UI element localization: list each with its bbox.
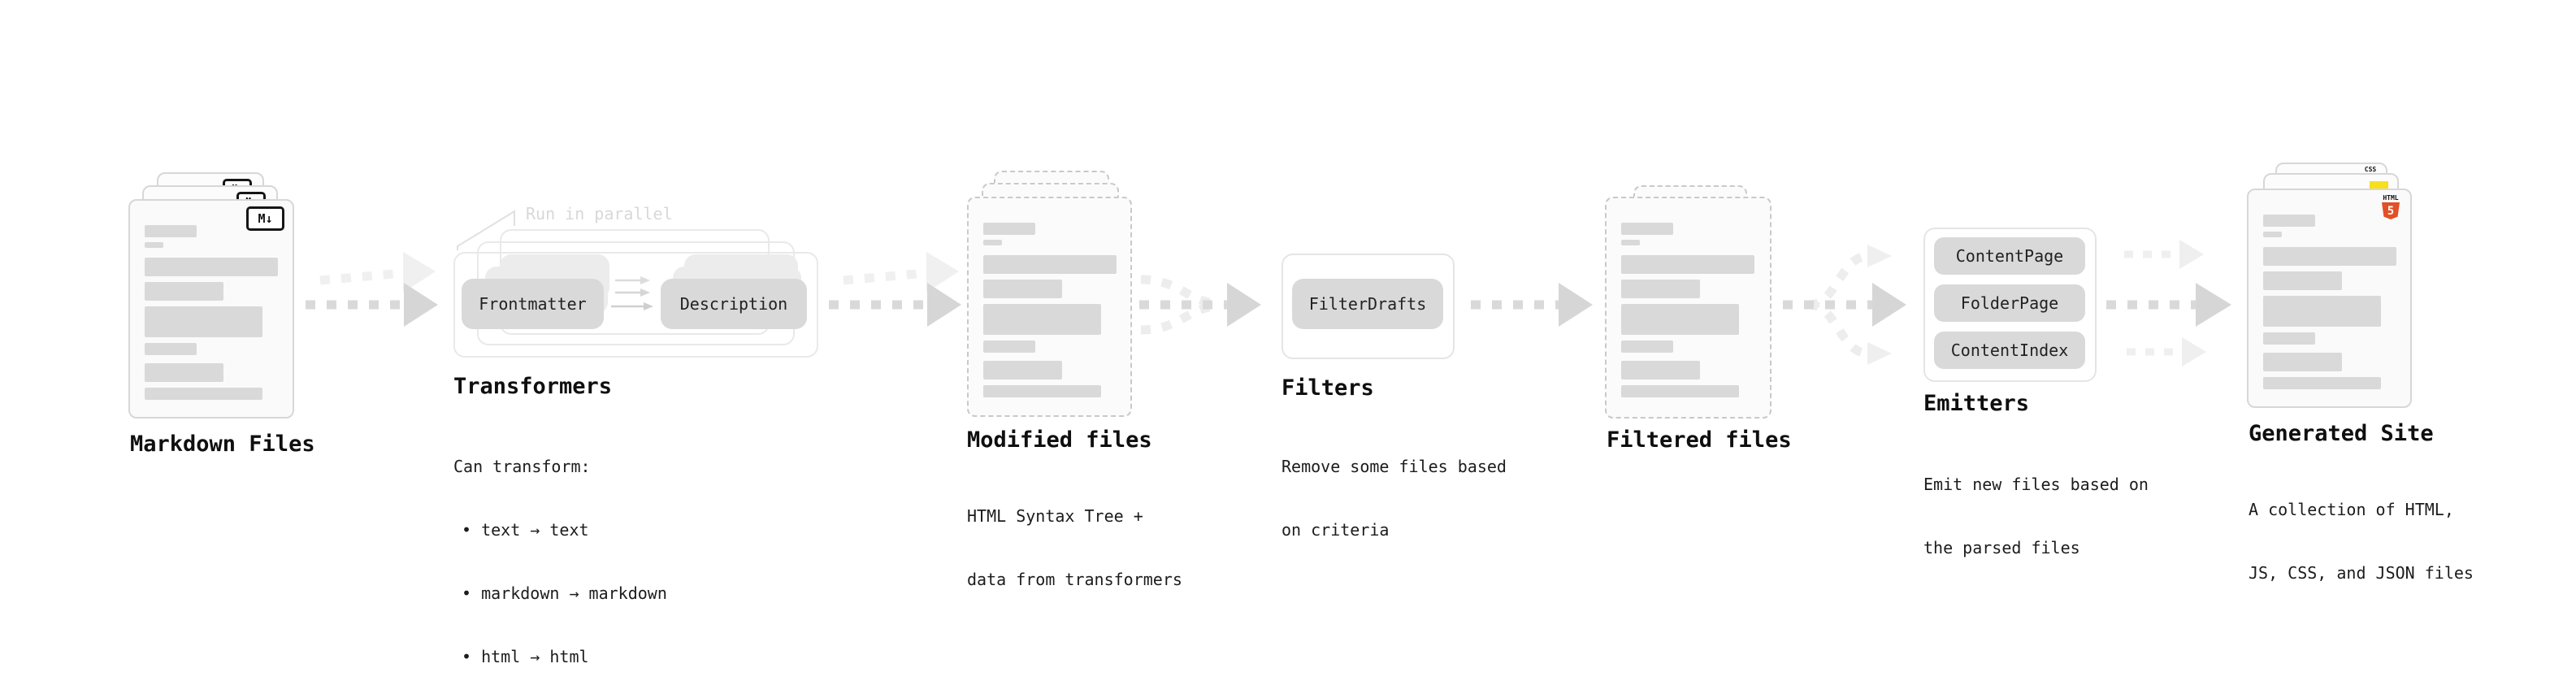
- doc-text-placeholder: [1621, 340, 1673, 353]
- filters-title: Filters: [1281, 375, 1374, 401]
- bullet-html-to-html: • html → html: [462, 647, 589, 666]
- doc-text-placeholder: [2263, 332, 2315, 345]
- doc-text-placeholder: [145, 388, 262, 400]
- emitters-description: Emit new files based on the parsed files: [1923, 475, 2149, 557]
- can-transform-heading: Can transform:: [453, 457, 591, 476]
- parallel-flow-arrows: [611, 276, 653, 310]
- frontmatter-pill: Frontmatter: [462, 279, 604, 329]
- arrow-filtered-to-emitters: [1783, 245, 1906, 365]
- doc-text-placeholder: [145, 282, 223, 301]
- arrow-modified-to-filters: [1139, 275, 1261, 335]
- doc-text-placeholder: [983, 223, 1035, 235]
- doc-text-placeholder: [2263, 232, 2282, 237]
- markdown-icon: M↓: [246, 206, 284, 231]
- doc-text-placeholder: [983, 280, 1062, 298]
- run-in-parallel-label: Run in parallel: [526, 204, 673, 223]
- arrow-filters-to-filtered: [1471, 283, 1593, 327]
- arrow-emitters-middle: [2106, 283, 2231, 327]
- annotation-leader-line: [457, 210, 515, 250]
- doc-text-placeholder: [2263, 296, 2381, 327]
- html5-file-icon: HTML 5: [2380, 194, 2401, 219]
- transformers-description: Can transform: • text → text • markdown …: [453, 414, 667, 681]
- description-pill: Description: [661, 279, 807, 329]
- filtered-doc-front: [1605, 197, 1772, 419]
- arrow-transformers-to-modified: [829, 252, 961, 327]
- markdown-doc-front: M↓: [128, 199, 294, 419]
- doc-text-placeholder: [145, 363, 223, 382]
- arrow-emitters-top: [2124, 240, 2204, 269]
- doc-text-placeholder: [1621, 240, 1640, 245]
- doc-text-placeholder: [2263, 247, 2396, 266]
- doc-text-placeholder: [1621, 280, 1700, 298]
- filters-description: Remove some files based on criteria: [1281, 457, 1507, 540]
- doc-text-placeholder: [1621, 304, 1739, 335]
- doc-text-placeholder: [2263, 377, 2381, 389]
- markdown-files-title: Markdown Files: [130, 432, 315, 457]
- doc-text-placeholder: [2263, 271, 2342, 290]
- generated-site-description: A collection of HTML, JS, CSS, and JSON …: [2249, 500, 2474, 583]
- transformer-group-front: [453, 252, 818, 358]
- filterdrafts-pill: FilterDrafts: [1292, 279, 1443, 329]
- doc-text-placeholder: [983, 340, 1035, 353]
- doc-text-placeholder: [145, 258, 278, 276]
- doc-text-placeholder: [983, 361, 1062, 380]
- contentindex-pill: ContentIndex: [1934, 332, 2085, 369]
- doc-text-placeholder: [145, 306, 262, 337]
- doc-text-placeholder: [145, 343, 197, 355]
- doc-text-placeholder: [2263, 353, 2342, 371]
- doc-text-placeholder: [1621, 385, 1739, 397]
- modified-files-title: Modified files: [967, 427, 1152, 453]
- modified-doc-front: [967, 197, 1132, 417]
- emitters-title: Emitters: [1923, 391, 2030, 416]
- doc-text-placeholder: [983, 304, 1101, 335]
- folderpage-pill: FolderPage: [1934, 284, 2085, 322]
- generated-doc-html: HTML 5: [2247, 189, 2412, 408]
- doc-text-placeholder: [145, 225, 197, 237]
- doc-text-placeholder: [983, 255, 1117, 274]
- generated-site-title: Generated Site: [2249, 421, 2434, 446]
- doc-text-placeholder: [983, 240, 1002, 245]
- arrow-markdown-to-transformers: [306, 252, 438, 327]
- bullet-markdown-to-markdown: • markdown → markdown: [462, 583, 667, 603]
- contentpage-pill: ContentPage: [1934, 237, 2085, 275]
- doc-text-placeholder: [2263, 215, 2315, 227]
- filtered-files-title: Filtered files: [1607, 427, 1792, 453]
- transformers-title: Transformers: [453, 374, 613, 399]
- bullet-text-to-text: • text → text: [462, 520, 589, 540]
- doc-text-placeholder: [1621, 255, 1754, 274]
- doc-text-placeholder: [983, 385, 1101, 397]
- modified-files-description: HTML Syntax Tree + data from transformer…: [967, 506, 1182, 589]
- doc-text-placeholder: [145, 242, 163, 248]
- doc-text-placeholder: [1621, 223, 1673, 235]
- arrow-emitters-bottom: [2127, 337, 2206, 367]
- doc-text-placeholder: [1621, 361, 1700, 380]
